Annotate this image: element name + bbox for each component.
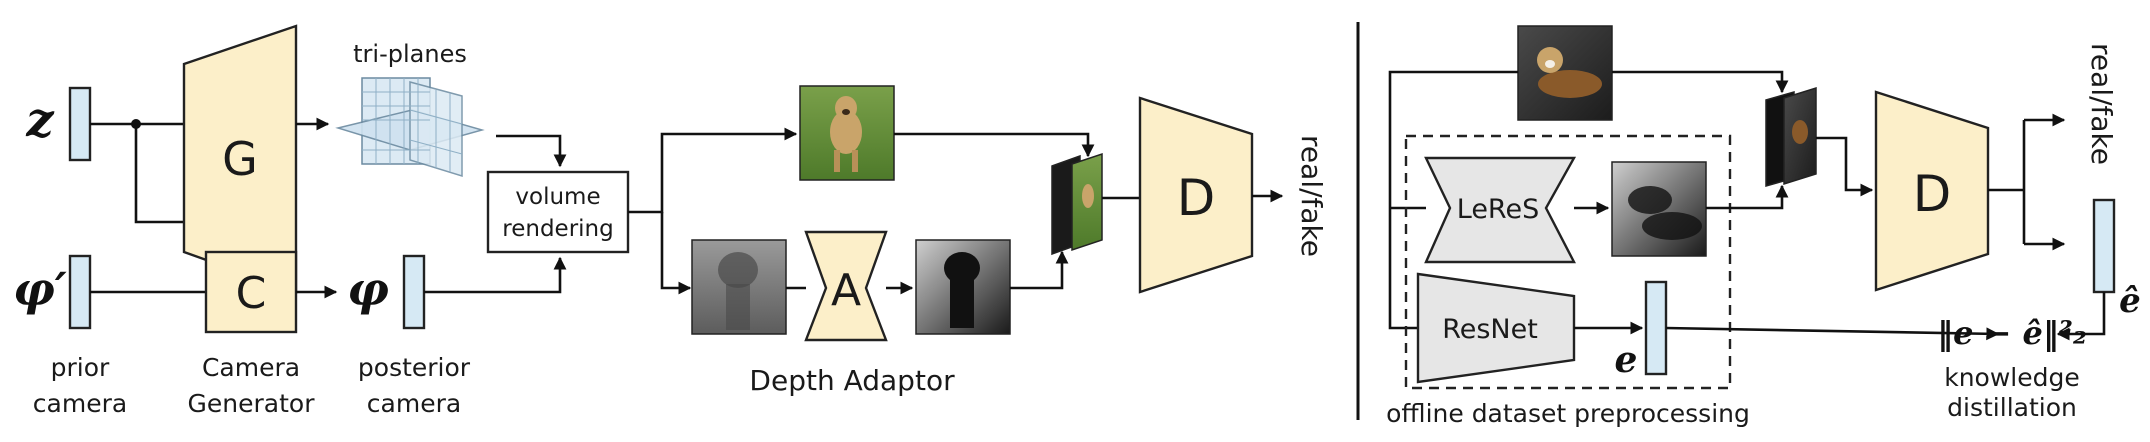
phi-prime-vector xyxy=(68,254,92,330)
e-vector xyxy=(1644,280,1668,376)
image-stack-icon xyxy=(1051,152,1103,256)
leres-label: LeReS xyxy=(1457,194,1539,225)
discriminator-label-left: D xyxy=(1177,169,1216,227)
volume-rendering-line1: volume xyxy=(515,184,600,210)
discriminator-block-right xyxy=(1874,90,1990,292)
generator-label: G xyxy=(222,132,258,186)
real-image-stack-icon xyxy=(1765,86,1817,187)
offline-caption: offline dataset preprocessing xyxy=(1386,399,1750,428)
tri-planes-icon xyxy=(335,77,485,178)
depth-adaptor-label: A xyxy=(831,265,861,316)
kd-line1: knowledge xyxy=(1944,363,2080,392)
volume-rendering-block xyxy=(486,170,630,254)
triplanes-label: tri-planes xyxy=(353,40,467,68)
e-symbol: e xyxy=(1615,339,1638,381)
dog-photo-icon xyxy=(799,85,895,181)
discriminator-block-left xyxy=(1138,96,1254,294)
prior-camera-line2: camera xyxy=(33,389,127,418)
kd-line2: distillation xyxy=(1947,393,2077,422)
camera-generator-block xyxy=(204,250,298,334)
resnet-label: ResNet xyxy=(1442,314,1538,345)
depth-adaptor-block xyxy=(804,230,888,342)
offline-preprocessing-box xyxy=(1404,134,1732,390)
right-panel: offline dataset preprocessing LeReS ResN… xyxy=(1386,25,2141,428)
e-hat-symbol: ê xyxy=(2119,281,2141,321)
predicted-depth-icon xyxy=(1611,161,1707,257)
depth-map-icon xyxy=(691,239,787,335)
posterior-camera-line2: camera xyxy=(367,389,461,418)
camera-generator-line1: Camera xyxy=(202,353,300,382)
prior-camera-line1: prior xyxy=(51,353,110,382)
depth-adaptor-caption: Depth Adaptor xyxy=(749,364,955,397)
phi-symbol: φ xyxy=(347,262,389,316)
discriminator-label-right: D xyxy=(1913,165,1952,223)
adapted-depth-map-icon xyxy=(915,239,1011,335)
camera-generator-label: C xyxy=(236,268,267,319)
z-symbol: z xyxy=(25,92,55,148)
leres-block xyxy=(1424,156,1577,264)
loss-formula: ‖e − ê‖²₂ xyxy=(1937,314,2087,352)
real-dog-photo-icon xyxy=(1517,25,1613,121)
e-hat-vector xyxy=(2092,198,2116,294)
left-panel: z G tri-planes φ′ xyxy=(13,24,1328,418)
z-vector xyxy=(68,86,92,162)
phi-prime-symbol: φ′ xyxy=(13,262,67,316)
resnet-block xyxy=(1416,272,1576,384)
posterior-camera-line1: posterior xyxy=(358,353,471,382)
camera-generator-line2: Generator xyxy=(188,389,316,418)
volume-rendering-line2: rendering xyxy=(502,216,613,242)
phi-vector xyxy=(402,254,426,330)
real-fake-label-left: real/fake xyxy=(1295,135,1328,257)
real-fake-label-right: real/fake xyxy=(2085,43,2118,165)
